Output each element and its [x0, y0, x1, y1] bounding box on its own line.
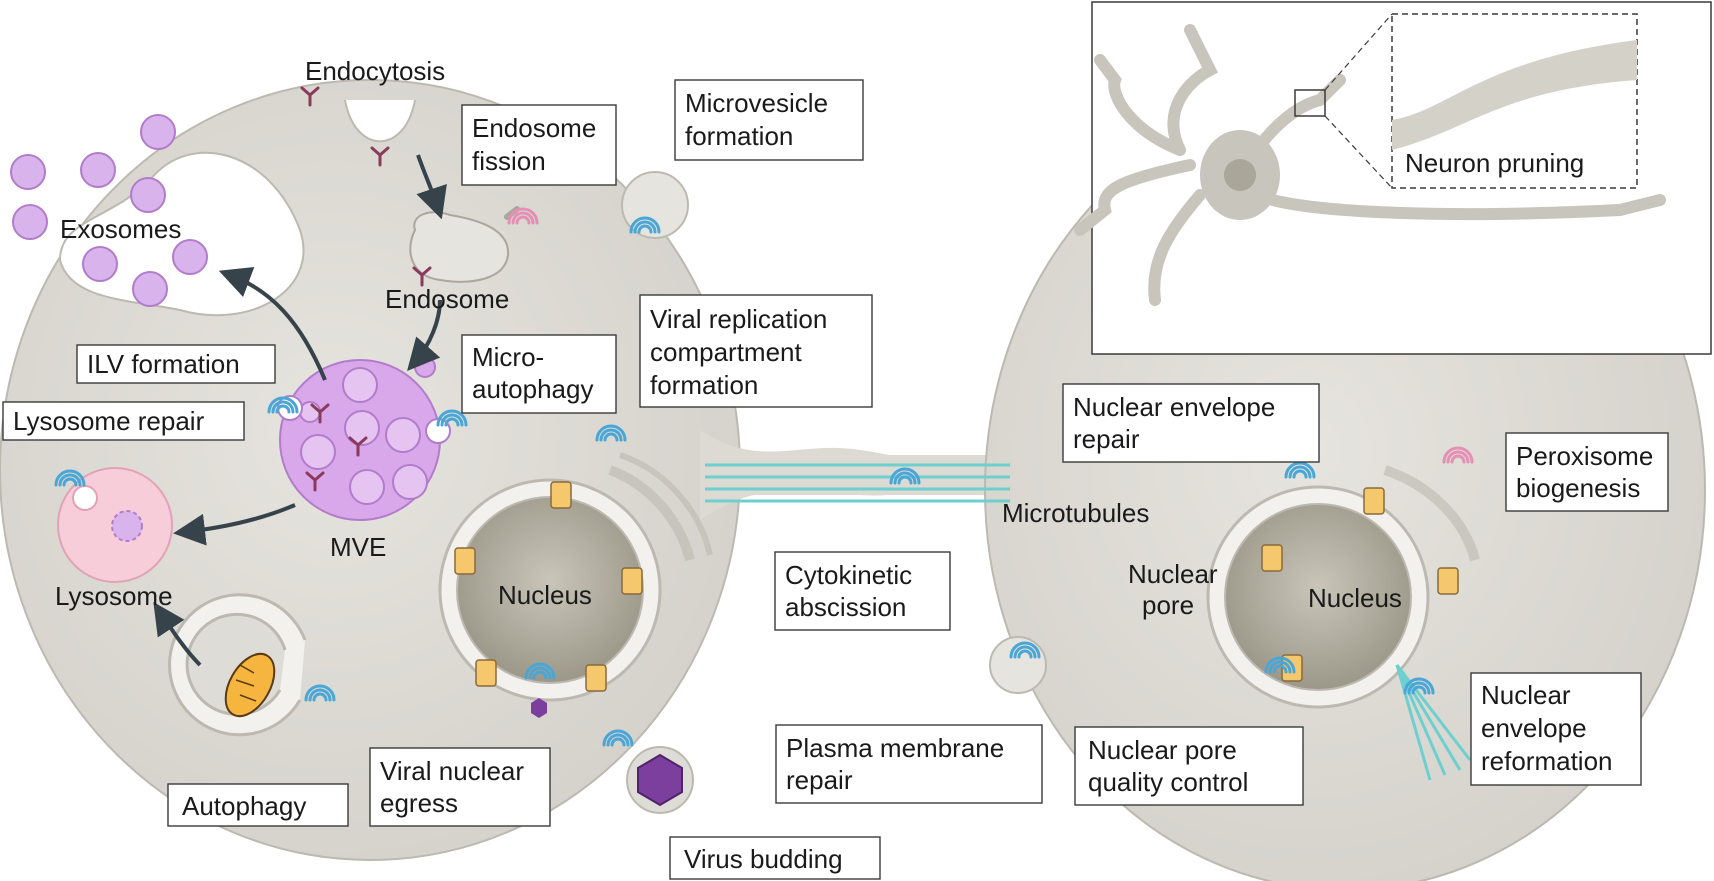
callout-ilv-formation: ILV formation [76, 344, 276, 384]
label-endosome-fission-2: fission [472, 146, 546, 176]
callout-virus-budding: Virus budding [669, 836, 881, 880]
label-nuclear-env-repair-2: repair [1073, 424, 1140, 454]
escrt-filaments [54, 84, 1498, 747]
label-viral-rep-3: formation [650, 370, 758, 400]
callout-peroxisome: Peroxisome biogenesis [1505, 432, 1669, 512]
callout-autophagy: Autophagy [167, 783, 349, 827]
exosomes [10, 114, 208, 307]
callout-endosome-fission: Endosome fission [461, 104, 617, 186]
left-nucleus [438, 452, 713, 702]
pathway-arrows [153, 154, 447, 667]
label-plasma-repair-2: repair [786, 765, 853, 795]
label-mve: MVE [330, 532, 386, 562]
label-nuclear-env-repair-1: Nuclear envelope [1073, 392, 1275, 422]
callout-npqc: Nuclear pore quality control [1074, 726, 1304, 806]
lysosome [57, 467, 173, 583]
label-virus-budding: Virus budding [684, 844, 843, 874]
callout-viral-replication: Viral replication compartment formation [639, 294, 873, 408]
label-npqc-2: quality control [1088, 767, 1248, 797]
label-endosome-fission-1: Endosome [472, 113, 596, 143]
microvesicle [621, 171, 689, 239]
callout-microvesicle: Microvesicle formation [674, 79, 864, 161]
label-microvesicle-2: formation [685, 121, 793, 151]
virus [531, 698, 694, 814]
label-nuclear-pore-2: pore [1142, 590, 1194, 620]
label-exosomes: Exosomes [60, 214, 181, 244]
label-micro-autophagy-2: autophagy [472, 374, 593, 404]
label-ner-3: reformation [1481, 746, 1613, 776]
autophagosome [168, 593, 307, 737]
microtubules [705, 463, 1472, 781]
label-peroxisome-1: Peroxisome [1516, 441, 1653, 471]
label-cytokinetic-2: abscission [785, 592, 906, 622]
callout-ner: Nuclear envelope reformation [1470, 672, 1642, 786]
label-endocytosis: Endocytosis [305, 56, 445, 86]
label-neuron-pruning: Neuron pruning [1405, 148, 1584, 178]
label-autophagy: Autophagy [182, 791, 306, 821]
label-nuclear-pore-1: Nuclear [1128, 559, 1218, 589]
label-ilv-formation: ILV formation [87, 349, 240, 379]
callout-cytokinetic: Cytokinetic abscission [774, 551, 951, 631]
label-microtubules: Microtubules [1002, 498, 1149, 528]
label-plasma-repair-1: Plasma membrane [786, 733, 1004, 763]
label-peroxisome-2: biogenesis [1516, 473, 1640, 503]
label-viral-rep-1: Viral replication [650, 304, 827, 334]
label-cytokinetic-1: Cytokinetic [785, 560, 912, 590]
label-endosome: Endosome [385, 284, 509, 314]
label-npqc-1: Nuclear pore [1088, 735, 1237, 765]
label-ner-2: envelope [1481, 713, 1587, 743]
label-viral-egress-1: Viral nuclear [380, 756, 524, 786]
label-lysosome: Lysosome [55, 581, 173, 611]
label-microvesicle-1: Microvesicle [685, 88, 828, 118]
nuclear-pores-left [454, 481, 643, 692]
label-ner-1: Nuclear [1481, 680, 1571, 710]
callout-micro-autophagy: Micro- autophagy [461, 334, 617, 414]
label-lysosome-repair: Lysosome repair [13, 406, 205, 436]
neuron-inset [1074, 1, 1712, 355]
label-nucleus-right: Nucleus [1308, 583, 1402, 613]
label-viral-rep-2: compartment [650, 337, 802, 367]
label-nucleus-left: Nucleus [498, 580, 592, 610]
receptors [300, 86, 432, 492]
callout-nuclear-env-repair: Nuclear envelope repair [1062, 383, 1320, 463]
callout-plasma-repair: Plasma membrane repair [775, 724, 1043, 804]
callout-viral-egress: Viral nuclear egress [369, 747, 551, 827]
label-viral-egress-2: egress [380, 788, 458, 818]
callout-lysosome-repair: Lysosome repair [2, 401, 245, 441]
label-micro-autophagy-1: Micro- [472, 342, 544, 372]
